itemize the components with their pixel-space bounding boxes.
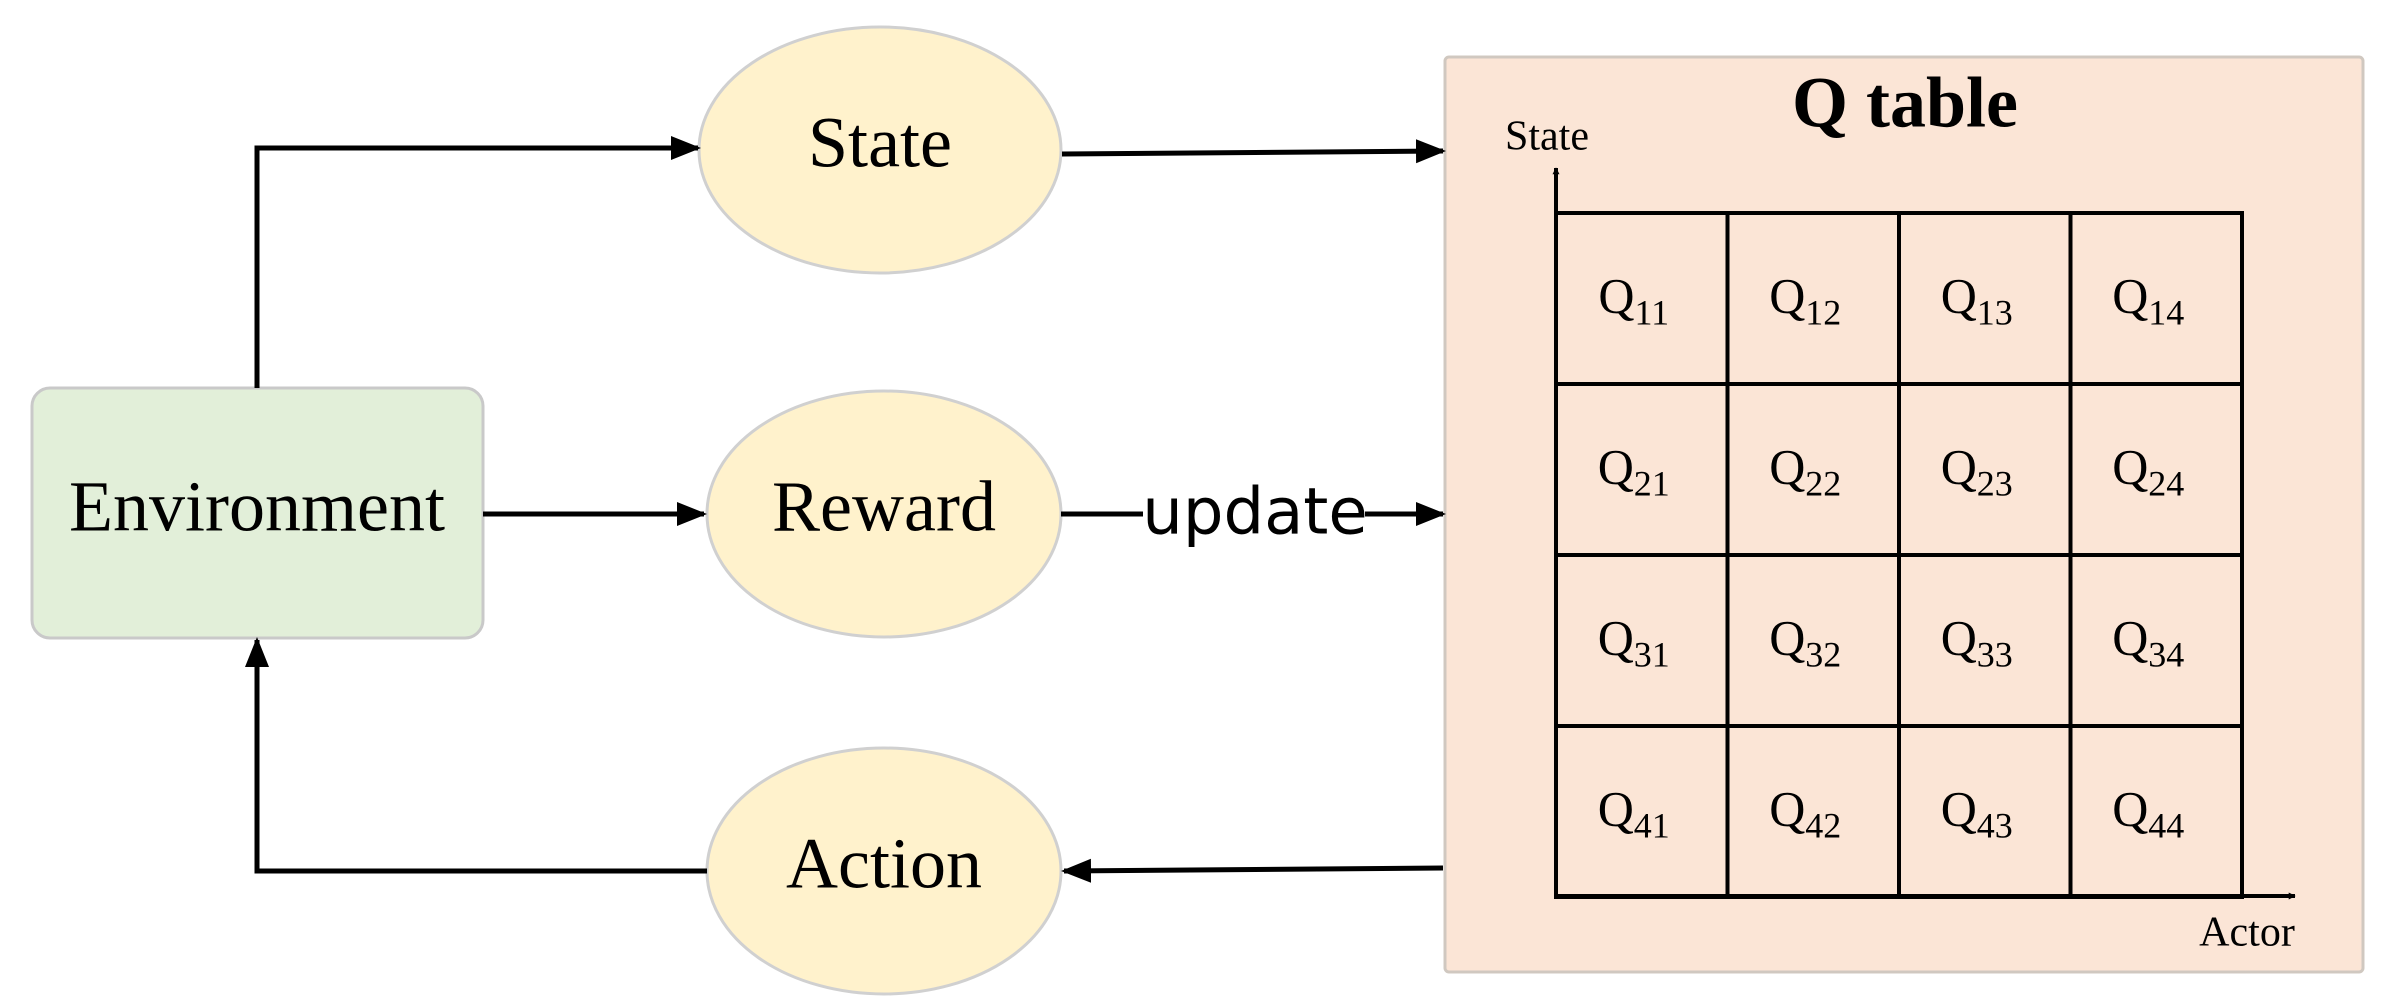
q-table-cell-subscript: 34 xyxy=(2148,635,2184,675)
q-table-cell-subscript: 13 xyxy=(1977,293,2013,333)
q-table-cell: Q44 xyxy=(2112,781,2184,846)
q-table-cell-subscript: 24 xyxy=(2148,464,2184,504)
q-table-cell: Q21 xyxy=(1598,439,1670,504)
q-table-cell-symbol: Q xyxy=(1598,781,1634,837)
q-table-cell: Q12 xyxy=(1769,268,1841,333)
q-table-cell-subscript: 42 xyxy=(1805,806,1841,846)
action-label: Action xyxy=(786,824,982,904)
state-to-qtable-arrow xyxy=(1061,139,1446,164)
action-to-environment-arrow xyxy=(245,637,707,874)
q-table-cell-subscript: 12 xyxy=(1805,293,1841,333)
q-table-cell-symbol: Q xyxy=(2112,439,2148,495)
environment-label: Environment xyxy=(69,467,445,547)
q-table-cell-symbol: Q xyxy=(1769,610,1805,666)
state-label: State xyxy=(808,103,952,183)
q-table-cell: Q31 xyxy=(1598,610,1670,675)
q-table-cell: Q13 xyxy=(1941,268,2013,333)
q-table-cell-symbol: Q xyxy=(2112,610,2148,666)
q-table-cell-symbol: Q xyxy=(1769,268,1805,324)
q-table-cell: Q23 xyxy=(1941,439,2013,504)
q-table-cell-symbol: Q xyxy=(1941,610,1977,666)
q-table-cell: Q33 xyxy=(1941,610,2013,675)
q-table-cell-subscript: 11 xyxy=(1634,293,1669,333)
q-table-cell-subscript: 23 xyxy=(1977,464,2013,504)
q-table-panel xyxy=(1443,55,2365,974)
q-table-cell-subscript: 44 xyxy=(2148,806,2184,846)
q-table-cell-symbol: Q xyxy=(1769,439,1805,495)
q-table-cell-symbol: Q xyxy=(1598,439,1634,495)
q-table-cell-subscript: 31 xyxy=(1634,635,1670,675)
q-table-cell: Q43 xyxy=(1941,781,2013,846)
q-table-cell-subscript: 22 xyxy=(1805,464,1841,504)
q-table-cell-symbol: Q xyxy=(1941,781,1977,837)
q-table-cell-symbol: Q xyxy=(2112,268,2148,324)
q-table-cell: Q22 xyxy=(1769,439,1841,504)
q-table-cell-subscript: 14 xyxy=(2148,293,2184,333)
q-table-cell-symbol: Q xyxy=(1598,268,1634,324)
q-table-cell: Q41 xyxy=(1598,781,1670,846)
q-table-cell: Q32 xyxy=(1769,610,1841,675)
reward-label: Reward xyxy=(772,467,996,547)
q-table-cell-subscript: 43 xyxy=(1977,806,2013,846)
q-table-cell: Q14 xyxy=(2112,268,2184,333)
q-table-cell-symbol: Q xyxy=(1941,268,1977,324)
q-table-cell: Q24 xyxy=(2112,439,2184,504)
q-table-cell-subscript: 32 xyxy=(1805,635,1841,675)
update-label: update xyxy=(1142,476,1368,550)
q-table-cell-symbol: Q xyxy=(1598,610,1634,666)
q-table-cell-symbol: Q xyxy=(2112,781,2148,837)
environment-to-state-arrow xyxy=(254,136,701,388)
q-table-cell-subscript: 33 xyxy=(1977,635,2013,675)
q-table-title: Q table xyxy=(1792,63,2018,143)
q-table-cell-symbol: Q xyxy=(1769,781,1805,837)
q-table-cell: Q11 xyxy=(1598,268,1669,333)
q-table-cell-symbol: Q xyxy=(1941,439,1977,495)
q-table-y-axis-label: State xyxy=(1505,114,1589,160)
q-table-cell-subscript: 21 xyxy=(1634,464,1670,504)
q-table-x-axis-label: Actor xyxy=(2199,910,2295,956)
q-table-cell: Q42 xyxy=(1769,781,1841,846)
q-table-cell-subscript: 41 xyxy=(1634,806,1670,846)
qtable-to-action-arrow xyxy=(1061,858,1444,883)
q-table-cell: Q34 xyxy=(2112,610,2184,675)
